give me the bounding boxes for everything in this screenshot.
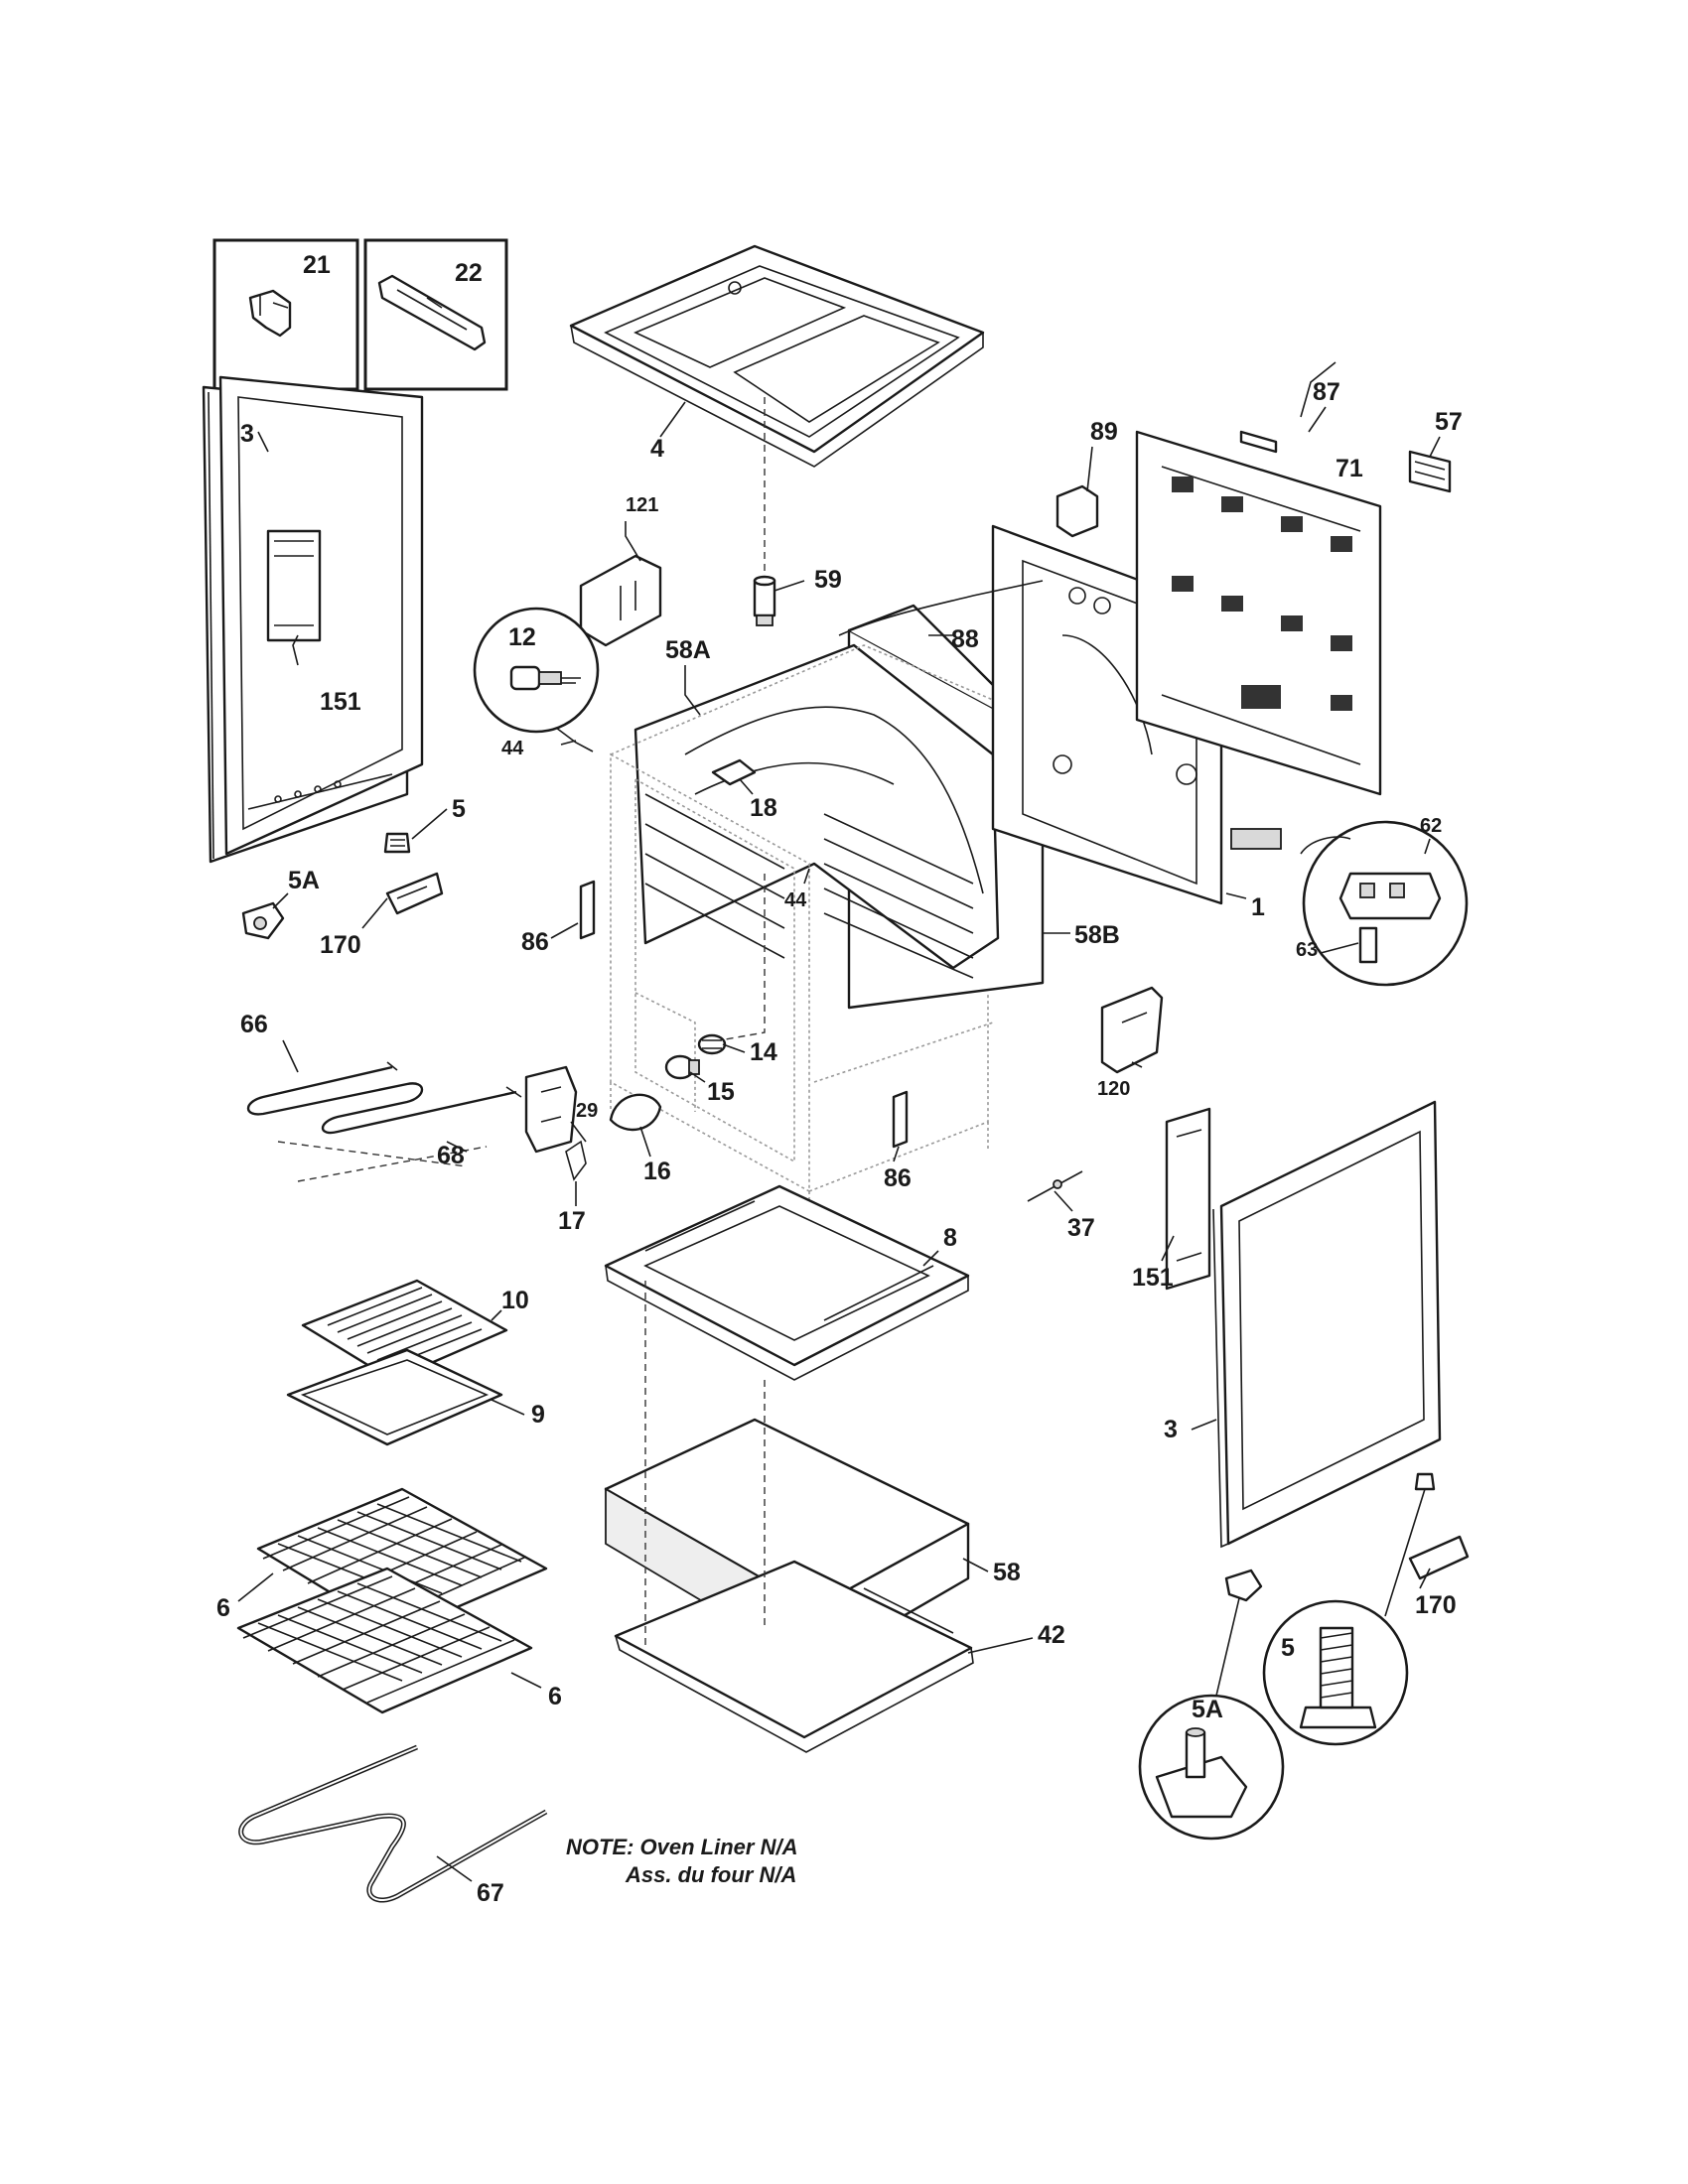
part-59 [753,575,776,626]
broil-pan-10 [301,1279,508,1382]
part-57 [1408,450,1452,493]
label-10: 10 [501,1287,529,1314]
inset-circle-12 [473,607,600,734]
leveling-leg-5-right [1414,1472,1436,1491]
leveling-leg-5-left [383,832,411,854]
part-37 [1027,1170,1083,1202]
label-21: 21 [303,251,331,279]
note-line-2: Ass. du four N/A [625,1862,796,1887]
inset-circle-62 [1300,820,1469,987]
label-5A-left: 5A [288,867,320,894]
label-66: 66 [240,1011,268,1038]
label-44-mid: 44 [784,889,807,911]
oven-door-right [1165,1100,1442,1549]
part-89 [1055,484,1099,538]
label-1: 1 [1251,893,1265,921]
part-14-socket [697,1033,727,1055]
oven-door-left [202,375,424,864]
inset-circle-5 [1262,1488,1426,1746]
bracket-5A-left [241,901,285,940]
element-66 [246,1061,522,1182]
label-6-upper: 6 [216,1594,230,1622]
inset-circle-5A [1138,1597,1285,1841]
label-59: 59 [814,566,842,594]
part-15-bulb [664,1054,700,1080]
inset-box-21 [212,238,359,391]
label-8: 8 [943,1224,957,1252]
bracket-120 [1100,986,1164,1074]
part-86-upper [579,880,596,940]
broil-pan-9 [286,1348,503,1446]
label-58B: 58B [1074,921,1120,949]
rear-cover [1135,430,1382,796]
label-3-left: 3 [240,420,254,448]
label-67: 67 [477,1879,504,1907]
bracket-121 [579,554,662,647]
label-5A-right: 5A [1192,1696,1223,1723]
part-29 [524,1065,578,1154]
label-57: 57 [1435,408,1463,436]
element-67 [238,1744,548,1903]
label-71: 71 [1336,455,1363,482]
label-18: 18 [750,794,777,822]
bracket-170-right [1408,1535,1470,1580]
label-86-upper: 86 [521,928,549,956]
label-63: 63 [1296,939,1318,961]
top-panel [569,244,985,468]
leader-lines [237,361,1441,1882]
label-12: 12 [508,623,536,651]
bracket-5A-right [1224,1569,1263,1602]
label-37: 37 [1067,1214,1095,1242]
label-87: 87 [1313,378,1340,406]
label-5-left: 5 [452,795,466,823]
bottom-tray-42 [614,1560,974,1753]
label-14: 14 [750,1038,777,1066]
part-86-lower [892,1090,909,1149]
label-58A: 58A [665,636,711,664]
label-17: 17 [558,1207,586,1235]
label-121: 121 [626,494,658,516]
label-68: 68 [437,1142,465,1169]
label-9: 9 [531,1401,545,1429]
part-88-wire [838,580,1044,636]
label-29: 29 [576,1100,598,1122]
inset-box-22 [363,238,508,391]
label-4: 4 [650,435,664,463]
part-87 [1239,430,1278,454]
label-3-right: 3 [1164,1416,1178,1443]
label-15: 15 [707,1078,735,1106]
alignment-lines-center [644,397,766,1648]
label-151-left: 151 [320,688,361,716]
label-170-left: 170 [320,931,361,959]
label-44-left: 44 [501,738,524,759]
label-16: 16 [643,1158,671,1185]
bracket-170-left [385,872,444,915]
label-88: 88 [951,625,979,653]
note-line-1: NOTE: Oven Liner N/A [566,1835,797,1859]
label-89: 89 [1090,418,1118,446]
label-120: 120 [1097,1078,1130,1100]
label-62: 62 [1420,815,1442,837]
oven-bottom [604,1184,970,1381]
label-170-right: 170 [1415,1591,1457,1619]
part-16-lens [609,1093,662,1132]
oven-cavity [610,604,1045,1221]
part-17-clip [565,1140,587,1181]
label-151-right: 151 [1132,1264,1174,1292]
part-labels: 21 22 3 151 4 121 59 12 44 58A 88 89 87 … [216,251,1463,1907]
label-22: 22 [455,259,483,287]
label-58: 58 [993,1559,1021,1586]
label-86-lower: 86 [884,1164,912,1192]
label-6-lower: 6 [548,1683,562,1710]
oven-rack-lower [236,1567,533,1714]
label-5-right: 5 [1281,1634,1295,1662]
note: NOTE: Oven Liner N/A Ass. du four N/A [566,1835,797,1887]
label-42: 42 [1038,1621,1065,1649]
